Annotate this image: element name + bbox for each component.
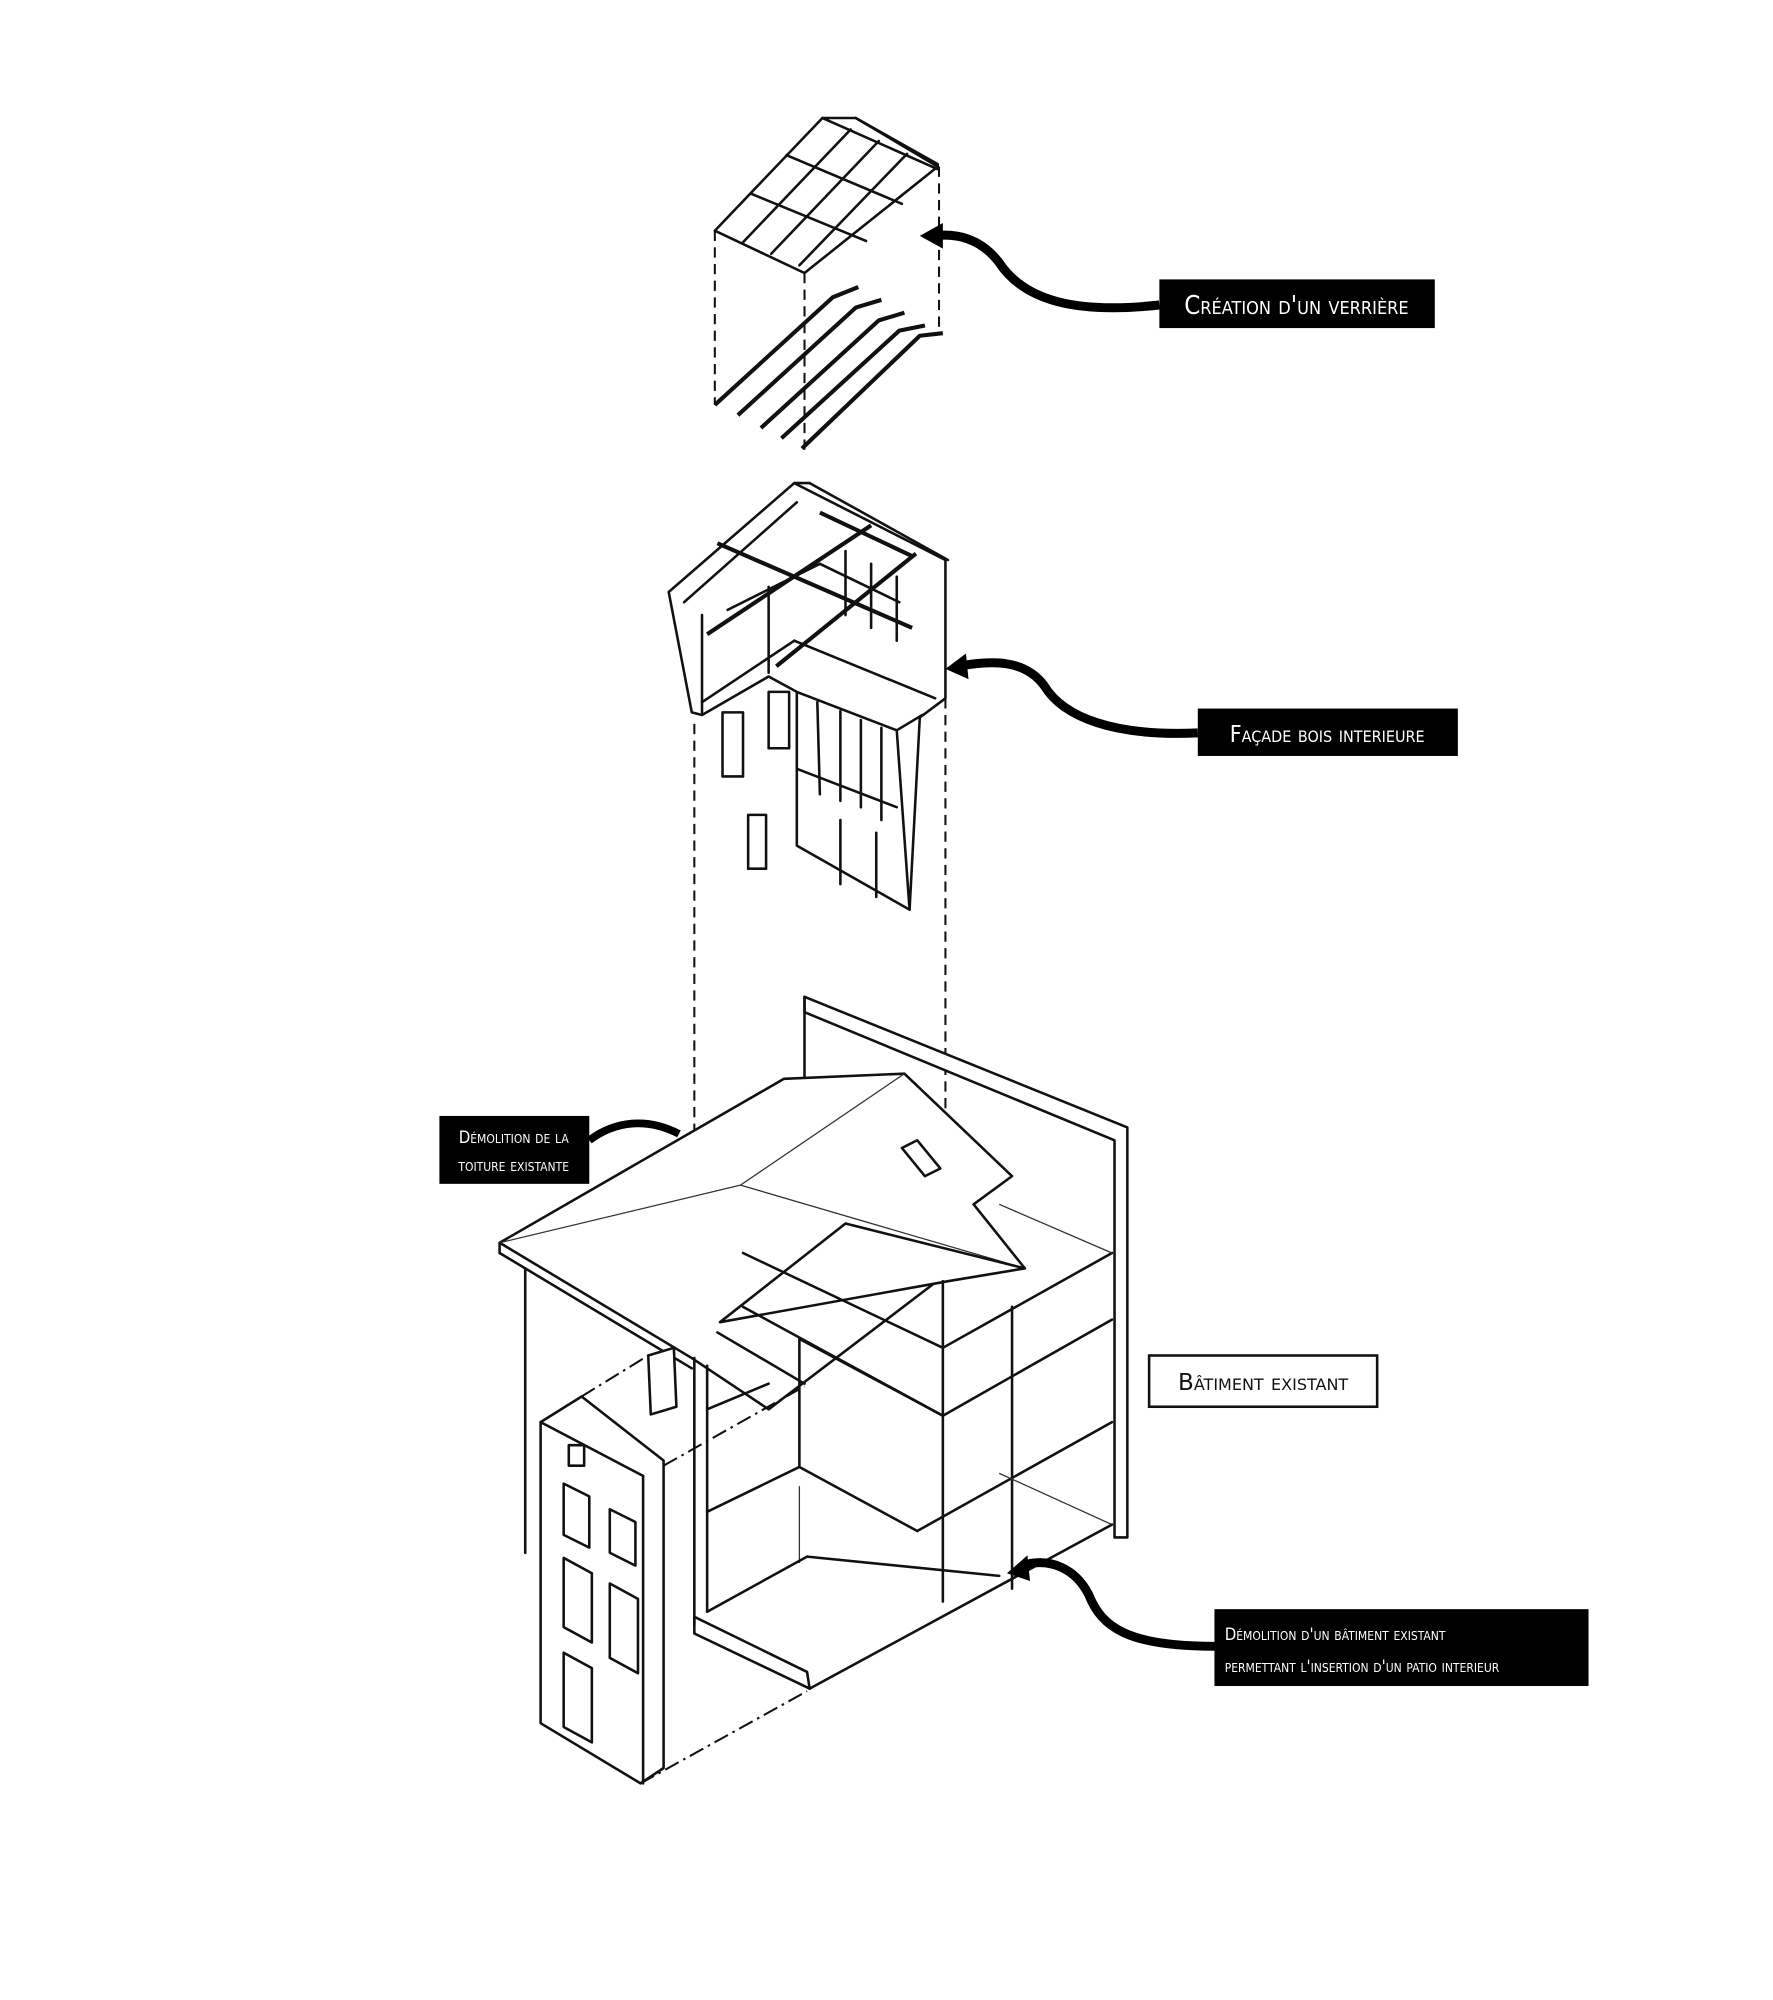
skylight-rafters [713, 285, 944, 450]
existing-building [498, 995, 1129, 1785]
label-toiture-line1: Démolition de la [459, 1128, 570, 1147]
arrowhead-icon [919, 223, 943, 249]
label-verriere-text: Création d'un verrière [1184, 291, 1408, 321]
arrowhead-icon [945, 653, 969, 680]
label-verriere: Création d'un verrière [1159, 279, 1435, 329]
label-batiment-text: Bâtiment existant [1178, 1370, 1348, 1396]
label-toiture: Démolition de la toiture existante [439, 1115, 590, 1184]
label-patio-line2: permettant l'insertion d'un patio interi… [1225, 1657, 1500, 1676]
label-patio-line1: Démolition d'un bâtiment existant [1225, 1625, 1446, 1644]
skylight-glazing [713, 116, 940, 275]
alignment-lines-top [713, 166, 941, 452]
label-toiture-line2: toiture existante [457, 1156, 569, 1175]
leader-arrows [586, 223, 1215, 1651]
arrowhead-icon [1006, 1555, 1030, 1581]
label-batiment: Bâtiment existant [1147, 1354, 1379, 1409]
label-facade: Façade bois interieure [1197, 708, 1458, 756]
timber-facade-structure [667, 481, 950, 911]
label-patio: Démolition d'un bâtiment existant permet… [1214, 1609, 1589, 1687]
label-facade-text: Façade bois interieure [1230, 722, 1425, 748]
